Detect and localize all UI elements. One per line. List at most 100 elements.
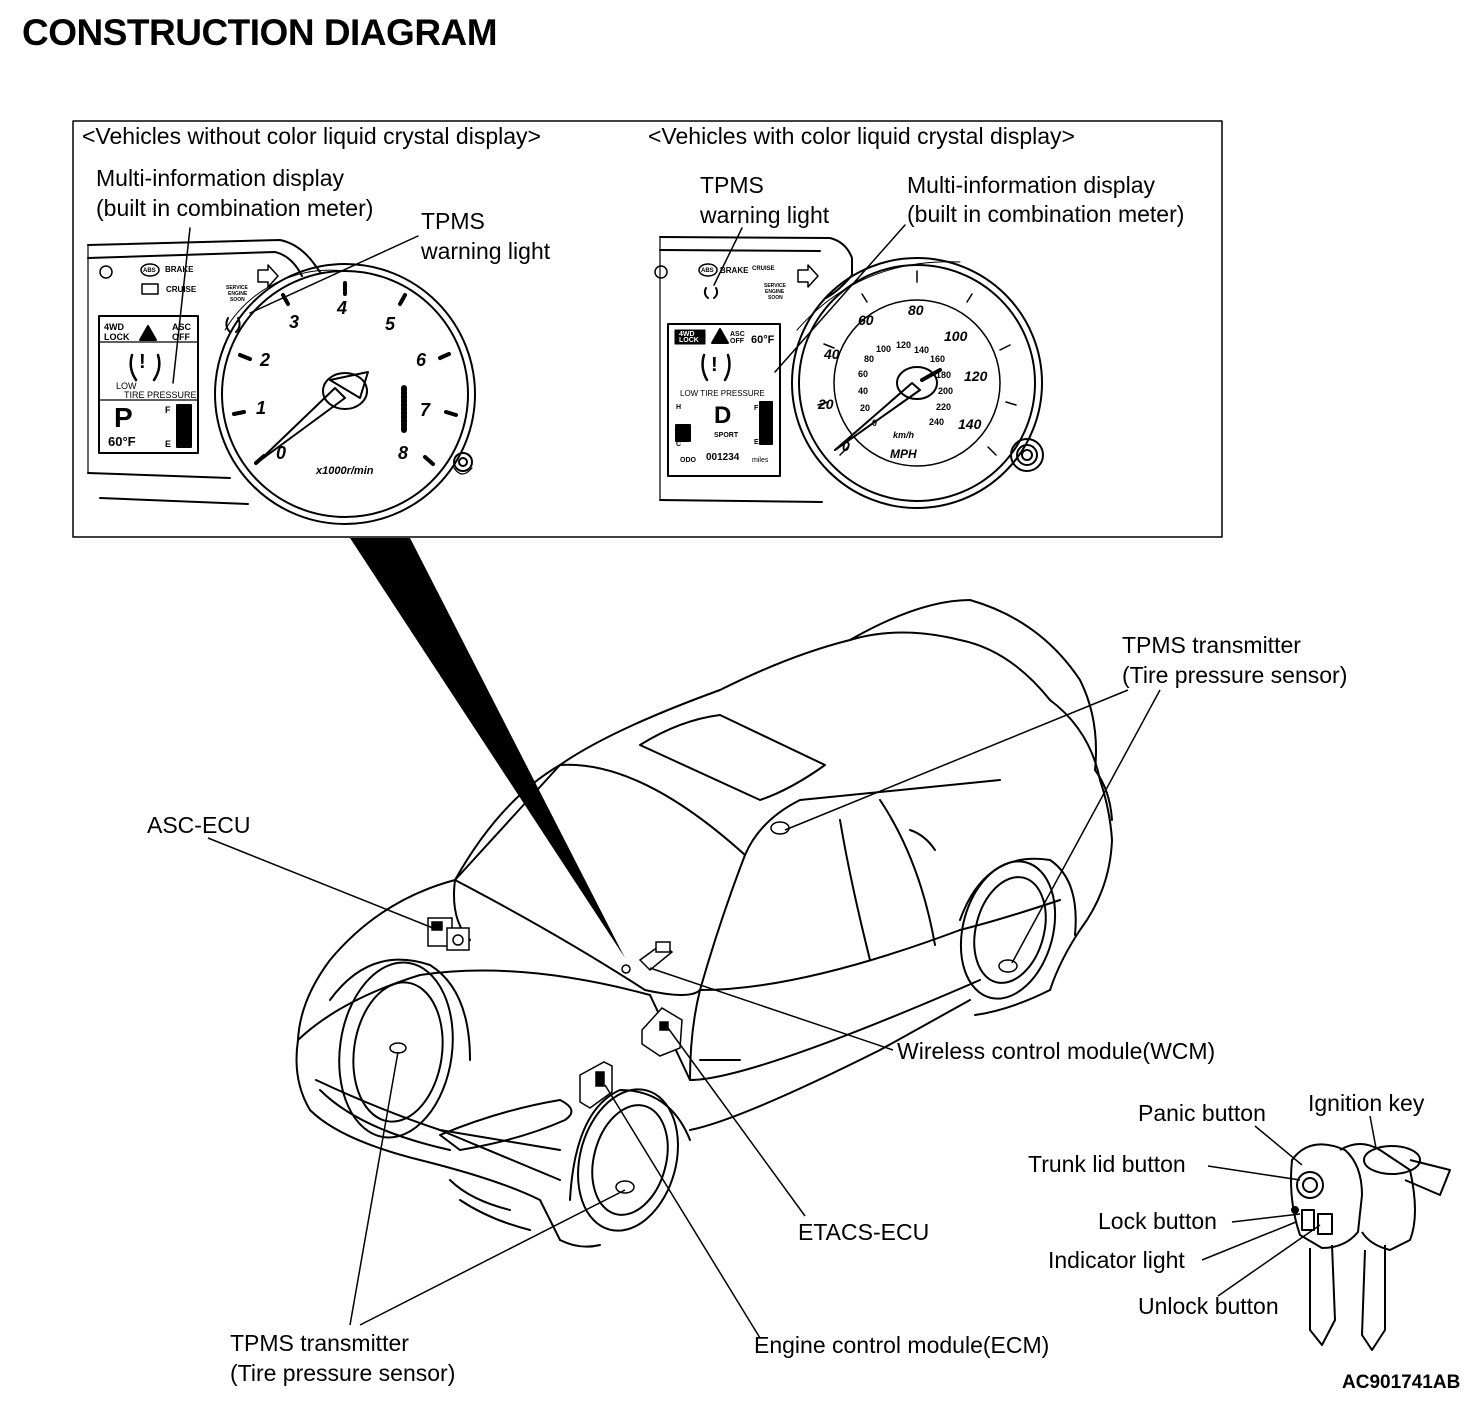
speedo-mph-number: 120 [964,368,988,384]
right-display-fuel-e: E [754,439,759,446]
wcm-unit [621,941,674,974]
speedo-mph-number: 100 [944,328,968,344]
right-telltale-service-line2: ENGINE [765,289,785,295]
right-display-odo-value: 001234 [706,452,740,463]
speedo-kmh-number: 160 [930,354,946,364]
inset-heading-without-lcd: <Vehicles without color liquid crystal d… [82,123,541,149]
speedo-kmh-number: 80 [864,354,875,364]
left-tpms-warning-label-line1: TPMS [421,208,485,234]
left-tpms-warning-label-line2: warning light [421,238,551,264]
right-display-lock-bottom: LOCK [679,337,699,344]
tach-number: 2 [260,350,271,370]
label-unlock-button: Unlock button [1138,1293,1279,1319]
tach-number: 6 [416,350,427,370]
tach-number: 7 [420,400,431,420]
speedo-kmh-number: 240 [929,417,945,427]
right-display-tpms-icon: ! [711,354,718,376]
right-display-fuel-f: F [754,405,759,412]
right-multi-info-label-line2: (built in combination meter) [907,201,1185,227]
right-display-temp-h: H [676,404,682,411]
left-telltale-service-line1: SERVICE [226,285,248,291]
speedo-mph-number: 140 [958,416,982,432]
speedo-kmh-unit: km/h [893,430,915,440]
left-display-4wd-top: 4WD [104,322,124,332]
speedo-kmh-number: 100 [876,344,892,354]
tach-number: 1 [256,398,267,418]
inset-frame [72,120,1223,538]
right-display-temp: 60°F [751,334,775,346]
left-telltale-service-line3: SOON [230,297,245,303]
left-display-gear: P [114,402,133,433]
label-ecm: Engine control module(ECM) [754,1332,1050,1358]
speedo-kmh-number: 120 [896,340,912,350]
right-display-temp-c: C [676,441,682,448]
left-multi-info-label-line1: Multi-information display [96,165,344,191]
left-telltale-service-line2: ENGINE [228,291,248,297]
left-display-lock-bottom: LOCK [104,332,130,342]
speedo-kmh-number: 140 [914,345,930,355]
left-telltale-brake: BRAKE [165,265,194,274]
speedo-mph-number: 0 [842,438,850,454]
right-display-asc-top: ASC [730,331,745,338]
label-lock-button: Lock button [1098,1208,1217,1234]
etacs-ecu-unit [641,1007,683,1057]
tach-number: 0 [276,443,287,463]
leader-left-tpms [249,235,419,314]
left-display-tpms-line1: LOW [116,381,137,391]
left-display-asc-bottom: OFF [172,332,190,342]
speedo-mph-unit: MPH [890,447,917,461]
speedo-kmh-number: 180 [936,370,952,380]
left-telltale-cruise: CRUISE [166,285,197,294]
tach-number: 3 [289,312,300,332]
label-trunk-lid-button: Trunk lid button [1028,1151,1186,1177]
right-display-odo-unit: miles [752,457,769,464]
right-display-asc-bottom: OFF [730,338,744,345]
key-leader-lines [1201,1115,1377,1297]
tach-number: 5 [385,314,396,334]
right-combination-meter [654,236,1044,509]
asc-ecu-unit [427,917,470,951]
left-telltale-abs: ABS [143,268,156,274]
right-display-tpms-line: LOW TIRE PRESSURE [680,389,765,398]
speedo-kmh-number: 20 [860,403,871,413]
speedo-kmh-number: 60 [858,369,869,379]
right-tpms-warning-label-line2: warning light [700,202,830,228]
left-combination-meter [87,239,476,525]
label-tpms-transmitter-rear-line2: (Tire pressure sensor) [1122,662,1348,688]
label-tpms-transmitter-front-line1: TPMS transmitter [230,1330,409,1356]
label-wcm: Wireless control module(WCM) [897,1038,1216,1064]
speedo-kmh-number: 40 [858,386,869,396]
right-telltale-abs: ABS [701,268,714,274]
label-tpms-transmitter-rear-line1: TPMS transmitter [1122,632,1301,658]
label-indicator-light: Indicator light [1048,1247,1185,1273]
right-display-gear: D [714,402,732,429]
ecm-unit [579,1061,613,1109]
figure-code: AC901741AB [1342,1372,1461,1393]
right-tpms-warning-label-line1: TPMS [700,172,764,198]
tach-unit: x1000r/min [316,465,374,477]
left-display-tpms-line2: TIRE PRESSURE [124,390,197,400]
ignition-key-artwork [1290,1143,1451,1351]
right-telltale-cruise: CRUISE [752,266,775,272]
left-display-temp: 60°F [108,434,136,449]
right-display-mode: SPORT [714,432,739,439]
leader-lines [207,689,1161,1339]
right-multi-info-label-line1: Multi-information display [907,172,1155,198]
label-tpms-transmitter-front-line2: (Tire pressure sensor) [230,1360,456,1386]
label-panic-button: Panic button [1138,1100,1266,1126]
tach-number: 4 [337,298,348,318]
leader-left-mid [172,227,191,384]
speedo-kmh-number: 200 [938,386,954,396]
left-display-asc-top: ASC [172,322,192,332]
speedo-mph-number: 80 [908,302,924,318]
leader-right-mid [774,224,906,373]
vehicle-components [389,821,1018,1194]
right-telltale-service-line3: SOON [768,295,783,301]
left-display-tpms-icon: ! [139,351,146,373]
left-display-fuel-f: F [165,405,171,415]
vehicle-outline [295,599,1113,1248]
right-telltale-brake: BRAKE [720,266,749,275]
speedo-kmh-number: 220 [936,402,952,412]
right-display-odo-label: ODO [680,457,696,464]
